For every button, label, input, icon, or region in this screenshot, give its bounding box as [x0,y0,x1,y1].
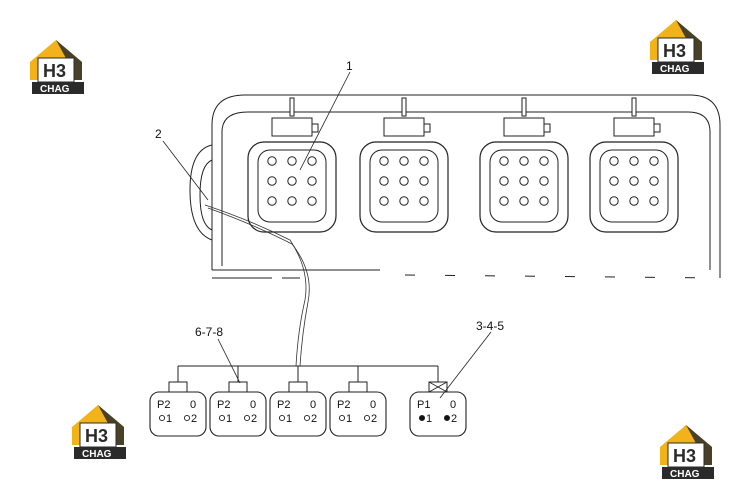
position-2-dot [363,414,371,422]
switch-4: P2 0 1 2 [329,366,387,437]
switch-off-label: 0 [190,399,196,411]
switch-off-label: 0 [250,399,256,411]
position-2-label: 2 [451,413,457,425]
switch-3: P2 0 1 2 [269,366,327,437]
led-dot [609,176,619,186]
lamp-units [247,97,679,233]
switch-left-label: P2 [217,399,230,411]
switch-left-label: P2 [337,399,350,411]
position-1-label: 1 [166,413,172,425]
led-dot [399,176,409,186]
lamp-unit [247,97,337,233]
led-dot [649,176,659,186]
position-1-dot [418,414,426,422]
logo-mark: H3 [85,426,108,446]
led-dot [629,176,639,186]
led-dot [519,156,529,166]
position-2-label: 2 [191,413,197,425]
callout-3-4-5: 3-4-5 [476,319,504,333]
switch-panel: P2 0 1 2 P2 0 1 2 P2 0 1 2 P2 0 1 2 P1 0 1 2 [149,366,467,437]
switch-off-label: 0 [370,399,376,411]
led-dot [379,156,389,166]
position-1-dot [158,414,166,422]
position-2-label: 2 [251,413,257,425]
led-dot [499,156,509,166]
led-dot [287,196,297,206]
logo-word: CHAG [40,84,70,95]
led-dot [399,196,409,206]
led-dot [539,176,549,186]
position-1-label: 1 [226,413,232,425]
switch-off-label: 0 [450,399,456,411]
position-1-dot [218,414,226,422]
logo-mark: H3 [43,61,66,81]
led-dot [539,156,549,166]
led-dot [379,196,389,206]
led-dot [379,176,389,186]
led-dot [307,156,317,166]
callout-2: 2 [155,127,162,141]
callout-1: 1 [346,59,353,73]
switch-left-label: P2 [157,399,170,411]
position-1-dot [278,414,286,422]
position-2-dot [443,414,451,422]
led-dot [519,196,529,206]
position-1-label: 1 [426,413,432,425]
logo-mark: H3 [673,446,696,466]
logo-mark: H3 [663,41,686,61]
led-dot [267,156,277,166]
logo-word: CHAG [660,64,690,75]
switch-left-label: P2 [277,399,290,411]
lamp-unit [479,97,569,233]
position-2-dot [243,414,251,422]
callout-leaders [162,71,492,399]
callout-6-7-8: 6-7-8 [195,325,223,339]
led-dot [649,156,659,166]
led-dot [609,196,619,206]
led-dot [649,196,659,206]
position-2-dot [183,414,191,422]
led-dot [499,176,509,186]
switch-off-label: 0 [310,399,316,411]
rear-panel-outline [189,94,721,279]
led-dot [419,196,429,206]
led-dot [287,156,297,166]
position-2-label: 2 [311,413,317,425]
led-dot [307,196,317,206]
led-dot [519,176,529,186]
led-dot [419,156,429,166]
switch-5: P1 0 1 2 [409,366,467,437]
switch-left-label: P1 [417,399,430,411]
position-2-label: 2 [371,413,377,425]
lamp-unit [359,97,449,233]
wiring-harness [204,204,310,367]
position-1-dot [338,414,346,422]
logo-word: CHAG [82,449,112,460]
led-dot [267,196,277,206]
position-1-label: 1 [286,413,292,425]
led-dot [307,176,317,186]
led-dot [399,156,409,166]
led-dot [287,176,297,186]
led-dot [609,156,619,166]
led-dot [419,176,429,186]
led-dot [629,156,639,166]
position-2-dot [303,414,311,422]
led-dot [539,196,549,206]
led-dot [267,176,277,186]
led-dot [499,196,509,206]
lamp-unit [589,97,679,233]
position-1-label: 1 [346,413,352,425]
led-dot [629,196,639,206]
logo-word: CHAG [670,469,700,480]
switch-2: P2 0 1 2 [209,366,267,437]
switch-1: P2 0 1 2 [149,366,207,437]
